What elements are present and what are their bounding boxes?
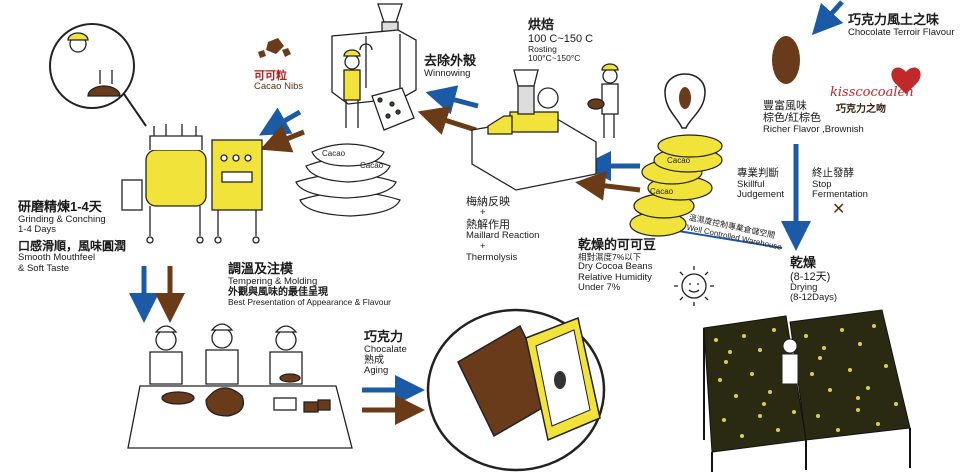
- arrows-roast-to-winnow: [417, 85, 479, 135]
- speech-bubble-bean: [664, 73, 706, 129]
- arrows-down-to-tempering: [129, 266, 185, 323]
- aging-en2: Aging: [364, 365, 389, 377]
- maillard-en2: Thermolysis: [466, 251, 518, 263]
- terroir-zh: 巧克力風土之味: [848, 12, 940, 27]
- stop-en1: Stop: [812, 178, 832, 190]
- grinding-zh2: 口感滑順，風味圓潤: [18, 238, 127, 253]
- cocoa-bean-illustration: [772, 36, 800, 84]
- aging-zh2: 熟成: [364, 355, 384, 367]
- winnowing-en: Winnowing: [424, 67, 471, 79]
- maillard-label: 梅納反映 + 熱解作用 Maillard Reaction + Thermoly…: [466, 196, 539, 263]
- tempering-zh: 調溫及注模: [228, 261, 294, 276]
- tempering-en: Tempering & Molding: [228, 275, 318, 287]
- stop-fermentation-label: 終止發酵 Stop Fermentation ✕: [812, 167, 868, 219]
- sun-icon: [674, 266, 714, 306]
- arrow-terroir-in: [811, 0, 844, 36]
- drying-zh2: (8-12天): [790, 270, 831, 283]
- stop-zh: 終止發酵: [812, 167, 854, 179]
- sack-label-2: Cacao: [360, 161, 384, 170]
- roasting-label: 烘焙 100 C~150 C Rosting 100°C~150°C: [528, 17, 594, 64]
- richer-en: Richer Flavor ,Brownish: [763, 123, 864, 135]
- cacao-nibs-illustration: [258, 38, 291, 58]
- dry-beans-en2: Relative Humidity: [578, 271, 652, 283]
- winnowing-zh: 去除外殼: [424, 53, 477, 68]
- maillard-plus1: +: [480, 207, 486, 219]
- logo-tagline: 巧克力之吻: [836, 102, 886, 115]
- grinding-zh: 研磨精煉1-4天: [18, 199, 102, 214]
- dry-beans-en3: Under 7%: [578, 282, 621, 294]
- cocoa-pods-stack: Cacao Cacao: [629, 134, 723, 237]
- nibs-en: Cacao Nibs: [254, 81, 304, 93]
- arrows-to-grinder: [258, 107, 305, 153]
- terroir-en: Chocolate Terroir Flavour: [848, 26, 955, 38]
- pod-label-2: Cacao: [650, 187, 674, 196]
- drying-zh1: 乾燥: [790, 255, 817, 270]
- chocolate-bar-illustration: [426, 308, 606, 472]
- stop-en2: Fermentation: [812, 189, 868, 201]
- drying-en1: Drying: [790, 281, 818, 293]
- aging-en1: Chocalate: [364, 343, 407, 355]
- maillard-plus2: +: [480, 240, 486, 252]
- judgement-en2: Judgement: [737, 189, 785, 201]
- grinding-label: 研磨精煉1-4天 Grinding & Conching 1-4 Days 口感…: [18, 199, 127, 274]
- grinding-en1: Grinding & Conching: [18, 213, 106, 225]
- dry-beans-en1: Dry Cocoa Beans: [578, 261, 653, 273]
- arrows-beans-to-roast: [575, 151, 641, 201]
- dry-beans-label: 乾燥的可可豆 相對濕度7%以下 Dry Cocoa Beans Relative…: [578, 237, 657, 294]
- dry-beans-zh-sub: 相對濕度7%以下: [578, 251, 642, 262]
- tempering-zh2: 外觀與風味的最佳呈現: [228, 287, 328, 299]
- drying-label: 乾燥 (8-12天) Drying (8-12Days): [790, 255, 837, 304]
- logo-wordmark: kisscocoalen: [830, 85, 914, 100]
- roasting-en: Rosting: [528, 43, 557, 54]
- roasting-zh: 烘焙: [528, 17, 555, 32]
- drying-en2: (8-12Days): [790, 292, 837, 304]
- tempering-label: 調溫及注模 Tempering & Molding 外觀與風味的最佳呈現 Bes…: [228, 261, 392, 308]
- pod-label: Cacao: [667, 156, 691, 165]
- aging-label: 巧克力 Chocalate 熟成 Aging: [364, 329, 407, 377]
- grinding-en4: & Soft Taste: [18, 262, 70, 274]
- roasting-machine-illustration: [471, 63, 619, 191]
- nibs-zh: 可可粒: [254, 70, 287, 82]
- winnowing-machine-illustration: [331, 3, 417, 131]
- winnowing-label: 去除外殼 Winnowing: [424, 53, 477, 79]
- roasting-en-temp: 100°C~150°C: [528, 53, 581, 64]
- maillard-zh1: 梅納反映: [466, 196, 510, 208]
- richer-label: 豐富風味 棕色/紅棕色 Richer Flavor ,Brownish: [763, 100, 864, 135]
- brand-logo: kisscocoalen 巧克力之吻: [830, 67, 921, 115]
- dry-beans-zh: 乾燥的可可豆: [578, 237, 657, 252]
- drying-racks-illustration: [703, 309, 911, 472]
- sack-label: Cacao: [322, 149, 346, 158]
- judgement-label: 專業判斷 Skillful Judgement: [737, 167, 785, 201]
- grinding-machine-illustration: [49, 23, 263, 244]
- richer-zh1: 豐富風味: [763, 100, 807, 112]
- stop-x-icon: ✕: [832, 201, 846, 218]
- maillard-zh2: 熱解作用: [466, 218, 510, 231]
- judgement-zh: 專業判斷: [737, 167, 779, 179]
- tempering-illustration: [127, 323, 353, 449]
- richer-zh2: 棕色/紅棕色: [763, 112, 822, 125]
- arrows-to-aging: [362, 375, 425, 425]
- terroir-label: 巧克力風土之味 Chocolate Terroir Flavour: [848, 12, 955, 38]
- maillard-en1: Maillard Reaction: [466, 230, 540, 242]
- aging-zh: 巧克力: [364, 329, 404, 344]
- tempering-en2: Best Presentation of Appearance & Flavou…: [228, 297, 392, 308]
- grinding-en3: Smooth Mouthfeel: [18, 252, 96, 264]
- judgement-en1: Skillful: [737, 178, 765, 190]
- roasting-temp: 100 C~150 C: [528, 32, 594, 45]
- grinding-en2: 1-4 Days: [18, 224, 57, 236]
- cacao-sacks-illustration: Cacao Cacao: [295, 143, 401, 217]
- nibs-label: 可可粒 Cacao Nibs: [254, 70, 303, 93]
